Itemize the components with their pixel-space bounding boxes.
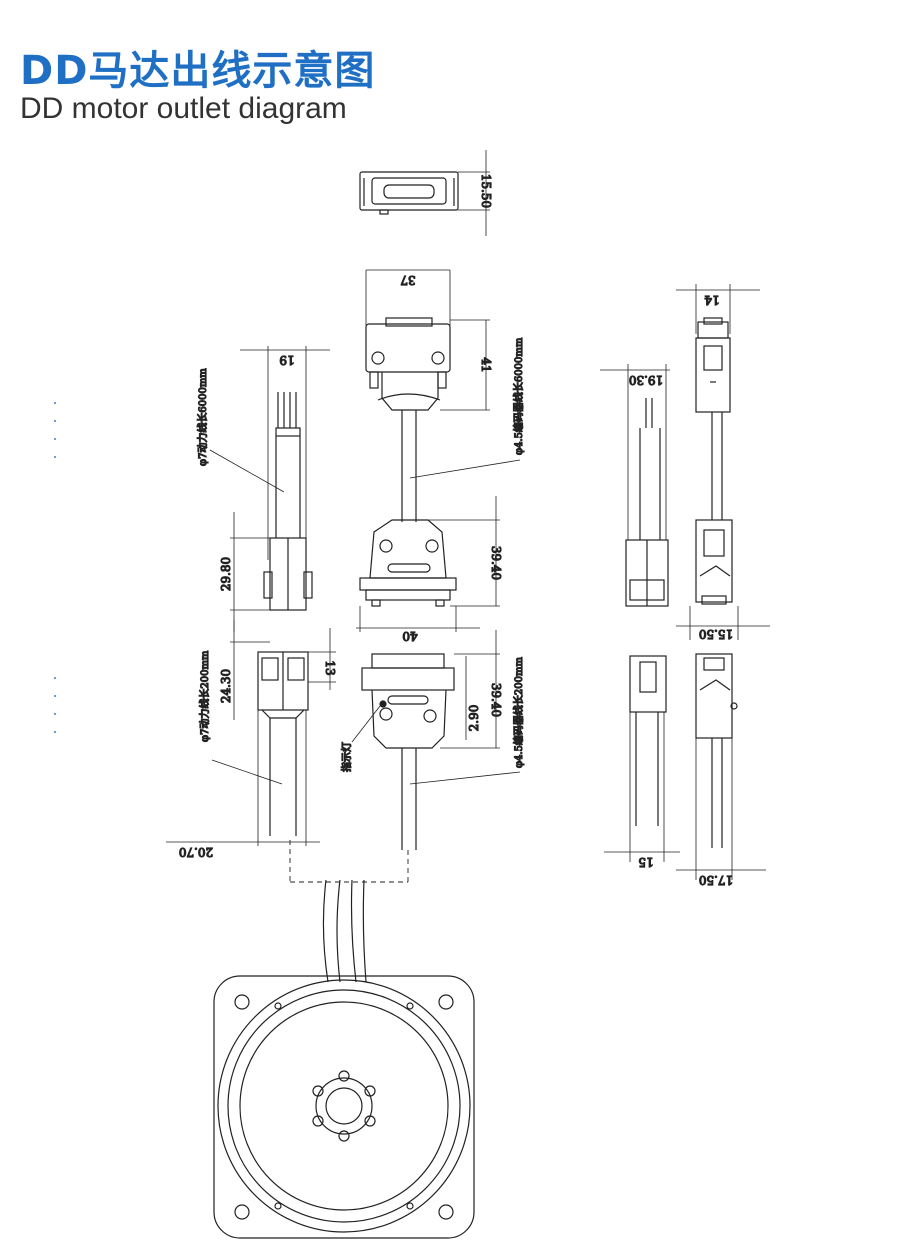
dim-17-50: 17.50 [699,873,733,887]
dim-40: 40 [402,629,417,643]
power-connector-200 [166,620,336,846]
right-connectors-lower [604,653,766,880]
db-connector-top [365,269,490,411]
dim-19: 19 [279,353,294,367]
dim-2-90: 2.90 [467,705,481,732]
label-indicator-light: 指示灯 [340,742,353,772]
page-title-chinese: DD马达出线示意图 [20,48,376,94]
db-connector-middle [356,496,500,632]
dim-41: 41 [479,357,493,372]
label-encoder-cable-200: φ4.5编码器线长200mm [512,657,525,768]
right-connectors-upper [600,284,770,640]
label-power-cable-6000: φ7动力线长6000mm [196,368,209,466]
dim-39-40-lower: 39.40 [489,683,503,717]
power-connector-6000 [209,346,330,632]
dim-24-30: 24.30 [219,669,233,703]
label-encoder-cable-6000: φ4.5编码器线长6000mm [512,337,525,455]
encoder-cable-6000 [401,410,521,522]
db-connector-bottom [351,630,521,850]
dim-20-70: 20.70 [179,845,213,859]
dim-39-40-upper: 39.40 [489,546,503,580]
dim-13: 13 [323,660,337,675]
dim-19-30: 19.30 [629,373,663,387]
label-power-cable-200: φ7动力线长200mm [198,650,211,742]
top-connector-end-view [359,150,490,236]
dashed-cable-links [289,840,409,883]
dim-37: 37 [400,273,415,287]
dim-15-50-top: 15.50 [479,174,493,208]
page-title-english: DD motor outlet diagram [20,92,347,125]
dim-29-80: 29.80 [219,557,233,591]
dim-15: 15 [638,855,653,869]
dd-motor [213,879,475,1239]
dim-15-50-right: 15.50 [699,627,733,641]
dim-14: 14 [704,293,720,307]
